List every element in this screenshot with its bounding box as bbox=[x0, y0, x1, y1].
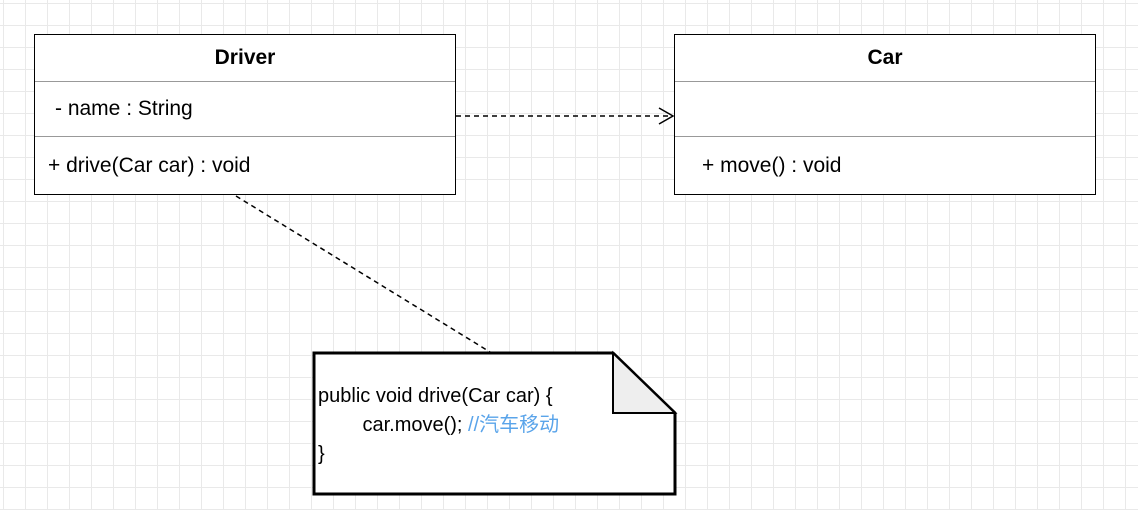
note-line-2-code: car.move(); bbox=[362, 414, 469, 436]
note-line-3: } bbox=[318, 443, 325, 465]
driver-operation-drive: + drive(Car car) : void bbox=[48, 153, 251, 177]
note-line-1: public void drive(Car car) { bbox=[318, 385, 553, 407]
driver-attribute-name: - name : String bbox=[55, 96, 193, 120]
car-operations: + move() : void bbox=[675, 137, 1095, 194]
car-attributes bbox=[675, 81, 1095, 137]
car-class[interactable]: Car + move() : void bbox=[674, 34, 1096, 195]
note-text: public void drive(Car car) { car.move();… bbox=[318, 382, 559, 469]
car-operation-move: + move() : void bbox=[702, 153, 842, 177]
driver-operations: + drive(Car car) : void bbox=[35, 137, 455, 194]
driver-class[interactable]: Driver - name : String + drive(Car car) … bbox=[34, 34, 456, 195]
note-folded-corner bbox=[612, 350, 678, 414]
driver-class-name: Driver bbox=[35, 35, 455, 82]
dependency-arrow-head bbox=[658, 107, 675, 125]
car-class-name: Car bbox=[675, 35, 1095, 82]
driver-attributes: - name : String bbox=[35, 81, 455, 137]
note-line-2-comment: //汽车移动 bbox=[468, 414, 560, 436]
note-shape[interactable] bbox=[312, 351, 677, 496]
note-anchor-line bbox=[235, 195, 491, 353]
